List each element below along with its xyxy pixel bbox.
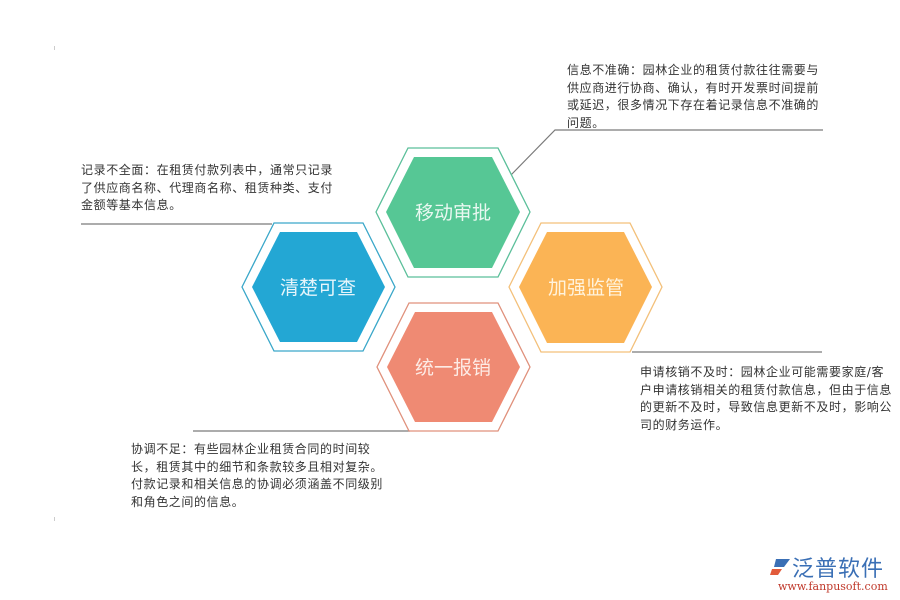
note-insufficient-coordination: 协调不足：有些园林企业租赁合同的时间较长，租赁其中的细节和条款较多且相对复杂。付…	[131, 442, 384, 509]
logo-url: www.fanpusoft.com	[778, 580, 888, 593]
hexagon-label: 统一报销	[415, 357, 491, 379]
hexagon-mobile-approval: 移动审批	[375, 147, 531, 278]
note-incomplete-records: 记录不全面：在租赁付款列表中，通常只记录了供应商名称、代理商名称、租赁种类、支付…	[81, 163, 334, 212]
hexagon-clear-traceable: 清楚可查	[241, 222, 396, 352]
hexagon-fill	[387, 312, 520, 422]
hexagon-fill	[386, 157, 520, 268]
hexagon-label: 加强监管	[548, 277, 624, 299]
brand-logo: 泛普软件 www.fanpusoft.com	[768, 551, 898, 599]
connector-top-right	[509, 129, 823, 177]
note-late-writeoff: 申请核销不及时：园林企业可能需要家庭/客户申请核销相关的租赁付款信息，但由于信息…	[640, 365, 893, 432]
corner-mark-top	[54, 46, 55, 50]
hexagon-unified-reimbursement: 统一报销	[376, 302, 531, 432]
hexagon-fill	[252, 232, 385, 342]
connector-lines	[81, 129, 823, 432]
logo-mark-icon	[770, 559, 790, 575]
hexagon-label: 清楚可查	[280, 277, 356, 299]
corner-mark-bottom	[54, 517, 55, 521]
note-inaccurate-info: 信息不准确：园林企业的租赁付款往往需要与供应商进行协商、确认，有时开发票时间提前…	[567, 63, 820, 130]
hexagon-fill	[519, 232, 652, 343]
hexagon-label: 移动审批	[415, 202, 491, 224]
logo-name: 泛普软件	[792, 557, 885, 582]
hexagon-strengthen-supervision: 加强监管	[508, 222, 663, 353]
